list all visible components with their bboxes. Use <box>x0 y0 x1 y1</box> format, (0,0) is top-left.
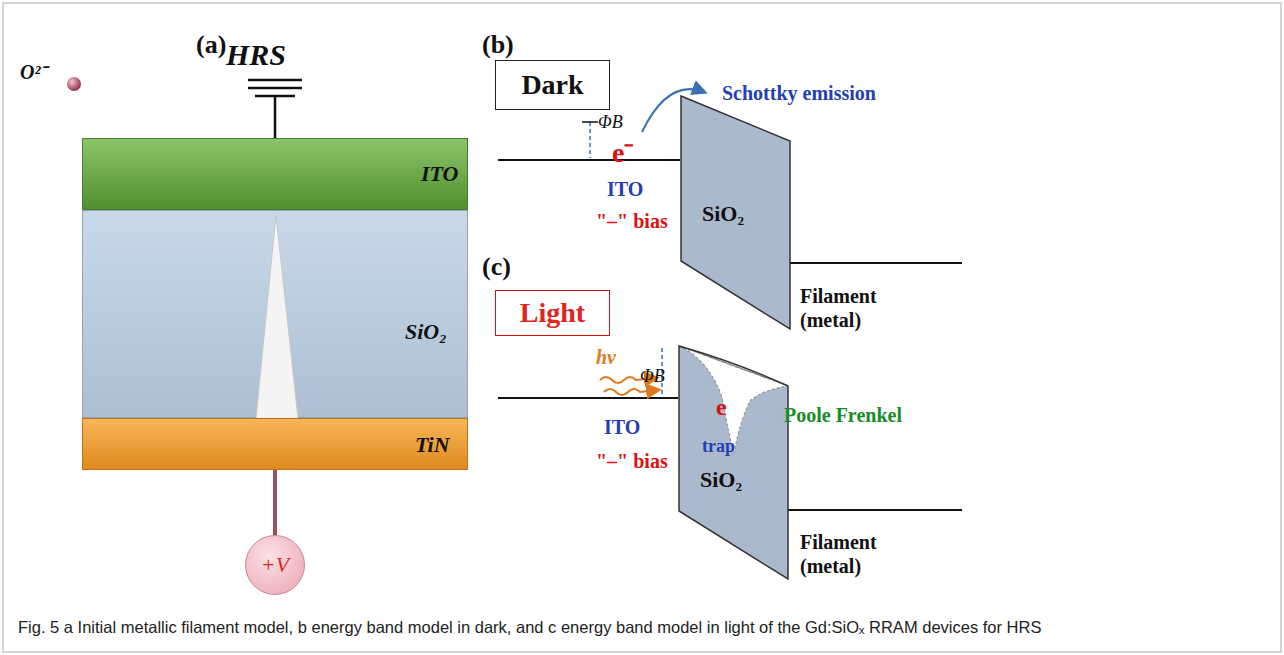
shape-outline <box>83 211 469 419</box>
filament-level <box>790 262 962 264</box>
plate <box>248 87 302 90</box>
shape-outline <box>678 345 790 582</box>
electrode-label: ITO <box>607 178 643 201</box>
node-text: +V <box>261 552 289 578</box>
filament-level <box>788 509 962 511</box>
panel-label: (a) <box>196 30 226 60</box>
figure-caption: Fig. 5 a Initial metallic filament model… <box>18 618 1041 637</box>
state-label: HRS <box>226 38 286 72</box>
bias-label: "–" bias <box>596 210 668 233</box>
oxygen-ion <box>67 77 81 91</box>
condition-box: Light <box>495 290 610 336</box>
filament-label: Filament (metal) <box>800 284 920 332</box>
wire <box>273 470 277 535</box>
node-text: SiO₂ <box>700 467 742 493</box>
barrier-label: ΦB <box>598 112 623 133</box>
node-text: TiN <box>415 432 450 458</box>
node-text: SiO₂ <box>702 201 744 227</box>
node-text: SiO₂ <box>405 319 447 345</box>
condition-box: Dark <box>495 60 610 110</box>
sio2-layer: SiO₂ <box>82 210 468 418</box>
barrier-shape: SiO₂ <box>678 345 790 582</box>
electron-label: e⁻ <box>612 132 633 170</box>
electron-label: e <box>716 394 727 421</box>
bias-label: "–" bias <box>596 450 668 473</box>
panel-label: (b) <box>482 30 514 60</box>
ito-level <box>498 397 678 399</box>
frame <box>3 3 1281 652</box>
barrier-shape: SiO₂ <box>680 95 792 332</box>
tin-layer: TiN <box>82 418 468 470</box>
plate <box>248 79 302 82</box>
filament-label: Filament (metal) <box>800 530 920 578</box>
barrier-label: ΦB <box>640 366 665 387</box>
wire <box>274 96 277 138</box>
mechanism-label: Poole Frenkel <box>784 404 902 427</box>
electrode-label: ITO <box>604 416 640 439</box>
barrier-tick <box>582 121 598 123</box>
photon-wave <box>604 389 658 395</box>
panel-label: (c) <box>482 252 511 282</box>
ion-label: O²⁻ <box>20 58 47 85</box>
node-text: Light <box>520 297 585 329</box>
ito-level <box>498 159 680 161</box>
voltage-source: +V <box>245 535 305 595</box>
mechanism-label: Schottky emission <box>722 82 876 105</box>
node-text: ITO <box>421 161 459 187</box>
node-text: Dark <box>521 69 583 101</box>
barrier-arrow <box>589 122 591 158</box>
ito-layer: ITO <box>82 138 468 210</box>
trap-label: trap <box>702 436 735 457</box>
photon-label: hv <box>596 346 616 369</box>
